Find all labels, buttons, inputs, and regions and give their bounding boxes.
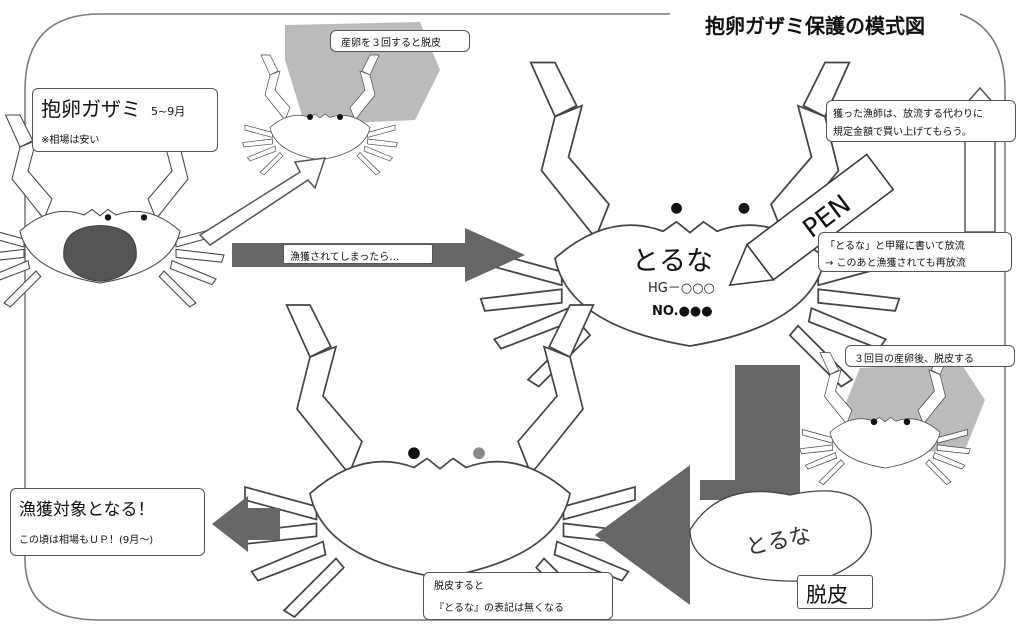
caught-label-text: 漁獲されてしまったら…	[290, 252, 400, 263]
mark-line1: 「とるな」と甲羅に書いて放流	[825, 241, 965, 252]
molt-label: 脱皮	[806, 583, 848, 607]
berried-crab-period: 5~9月	[151, 105, 186, 118]
spawn-arrow	[198, 157, 327, 246]
molt-shell: とるな	[689, 490, 872, 582]
fisher-line2: 規定金額で買い上げてもらう。	[833, 127, 972, 138]
mark-erased-box: 脱皮すると 『とるな』の表記は無くなる	[423, 572, 613, 620]
third-spawn-text: ３回目の産卵後、脱皮する	[854, 354, 974, 365]
berried-crab-main: 抱卵ガザミ	[41, 97, 141, 121]
mark-release-box: 「とるな」と甲羅に書いて放流 → このあと漁獲されても再放流	[818, 232, 1012, 272]
erase-line1: 脱皮すると	[434, 581, 484, 592]
molt-label-box: 脱皮	[797, 575, 873, 609]
outer-frame	[24, 13, 1006, 621]
fishing-target-box: 漁獲対象となる！ この頃は相場もＵＰ！(9月～)	[10, 488, 205, 556]
target-line2: この頃は相場もＵＰ！(9月～)	[19, 535, 154, 546]
crab-marked	[479, 61, 901, 388]
crab-molted	[237, 304, 643, 618]
target-line1: 漁獲対象となる！	[19, 500, 155, 520]
berried-crab-note: ※相場は安い	[41, 135, 100, 146]
fisher-buyback-box: 獲った漁師は、放流する代わりに 規定金額で買い上げてもらう。	[826, 100, 1016, 142]
crab-spawned	[242, 54, 398, 176]
spawn-box-text: 産卵を３回すると脱皮	[341, 38, 441, 49]
target-arrow	[212, 496, 280, 552]
carapace-word: とるな	[632, 246, 713, 277]
mark-line2: → このあと漁獲されても再放流	[825, 258, 966, 269]
molt-down-arrow	[700, 365, 800, 500]
caught-label-box: 漁獲されてしまったら…	[283, 244, 433, 264]
erase-line2: 『とるな』の表記は無くなる	[434, 603, 564, 614]
molt-left-arrow	[595, 465, 690, 605]
fisher-line1: 獲った漁師は、放流する代わりに	[833, 109, 983, 120]
berried-crab-box: 抱卵ガザミ 5~9月 ※相場は安い	[32, 88, 218, 152]
diagram-title: 抱卵ガザミ保護の模式図	[705, 16, 925, 38]
carapace-code: HG－○○○	[648, 281, 715, 296]
spawn-box: 産卵を３回すると脱皮	[330, 30, 470, 52]
crab-third-spawn	[799, 352, 971, 485]
third-spawn-box: ３回目の産卵後、脱皮する	[845, 345, 1015, 367]
carapace-no: NO.●●●	[652, 304, 713, 319]
crab-berried	[0, 114, 225, 308]
